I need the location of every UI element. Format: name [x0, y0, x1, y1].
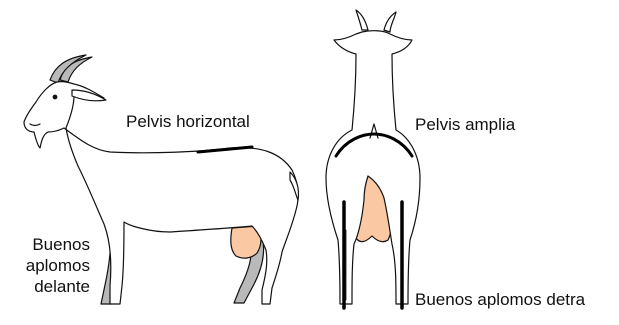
rear-body: [326, 31, 420, 304]
label-front-line-1: Buenos: [18, 234, 90, 255]
rear-right-horn: [384, 12, 396, 32]
rear-left-horn: [356, 10, 368, 30]
label-buenos-aplomos-detras: Buenos aplomos detra: [415, 289, 585, 310]
side-eye: [53, 95, 57, 99]
label-pelvis-amplia: Pelvis amplia: [415, 114, 515, 135]
label-front-line-3: delante: [18, 276, 90, 297]
label-buenos-aplomos-delante: Buenos aplomos delante: [18, 234, 90, 297]
goat-rear-view: [326, 10, 420, 304]
label-pelvis-horizontal: Pelvis horizontal: [126, 111, 250, 132]
label-front-line-2: aplomos: [18, 255, 90, 276]
